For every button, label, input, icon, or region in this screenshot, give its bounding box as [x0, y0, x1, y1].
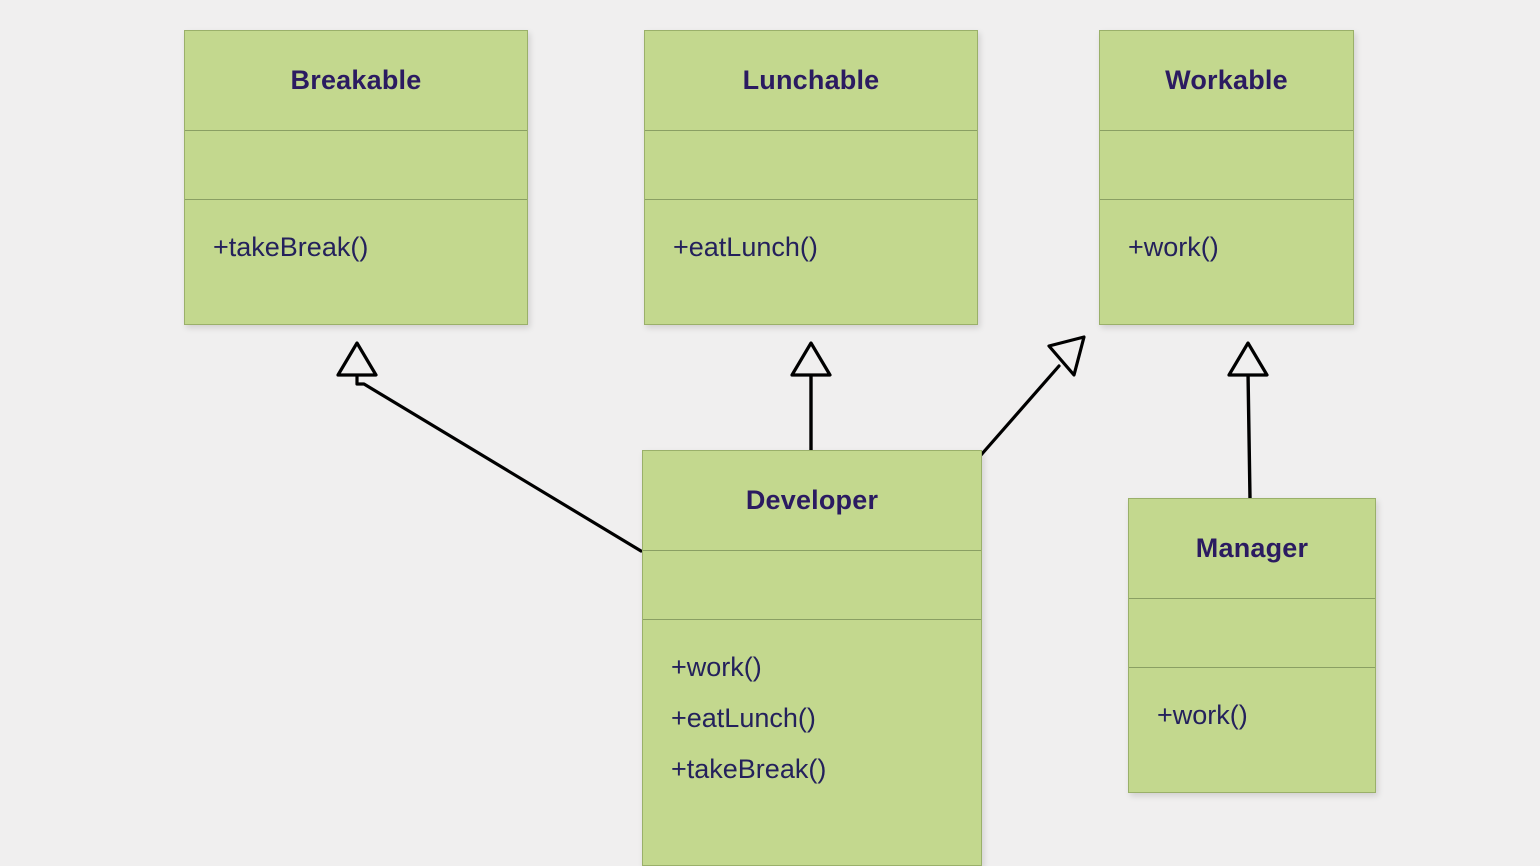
class-operations-breakable: +takeBreak(): [185, 200, 527, 324]
class-name-breakable: Breakable: [185, 31, 527, 131]
class-attributes-lunchable: [645, 131, 977, 200]
class-attributes-manager: [1129, 599, 1375, 668]
operation-item: +work(): [671, 652, 762, 682]
class-name-manager: Manager: [1129, 499, 1375, 599]
connector-developer-breakable: [336, 341, 643, 553]
hollow-triangle-arrowhead-icon: [336, 341, 378, 377]
connector-developer-lunchable: [790, 341, 832, 452]
class-attributes-workable: [1100, 131, 1353, 200]
class-operations-manager: +work(): [1129, 668, 1375, 792]
class-operations-lunchable: +eatLunch(): [645, 200, 977, 324]
uml-class-workable[interactable]: Workable +work(): [1099, 30, 1354, 325]
uml-class-manager[interactable]: Manager +work(): [1128, 498, 1376, 793]
class-name-workable: Workable: [1100, 31, 1353, 131]
hollow-triangle-arrowhead-icon: [1227, 341, 1269, 377]
operation-item: +takeBreak(): [213, 232, 369, 262]
uml-class-developer[interactable]: Developer +work() +eatLunch() +takeBreak…: [642, 450, 982, 866]
operation-item: +eatLunch(): [673, 232, 818, 262]
class-operations-workable: +work(): [1100, 200, 1353, 324]
hollow-triangle-arrowhead-icon: [790, 341, 832, 377]
class-operations-developer: +work() +eatLunch() +takeBreak(): [643, 620, 981, 865]
connector-manager-workable: [1227, 341, 1269, 500]
class-attributes-developer: [643, 551, 981, 620]
class-name-lunchable: Lunchable: [645, 31, 977, 131]
operation-item: +eatLunch(): [671, 703, 816, 733]
hollow-triangle-arrowhead-icon: [1047, 335, 1086, 377]
class-attributes-breakable: [185, 131, 527, 200]
uml-class-breakable[interactable]: Breakable +takeBreak(): [184, 30, 528, 325]
operation-item: +work(): [1128, 232, 1219, 262]
class-name-developer: Developer: [643, 451, 981, 551]
uml-class-lunchable[interactable]: Lunchable +eatLunch(): [644, 30, 978, 325]
operation-item: +takeBreak(): [671, 754, 827, 784]
connector-developer-workable: [979, 335, 1086, 457]
operation-item: +work(): [1157, 700, 1248, 730]
